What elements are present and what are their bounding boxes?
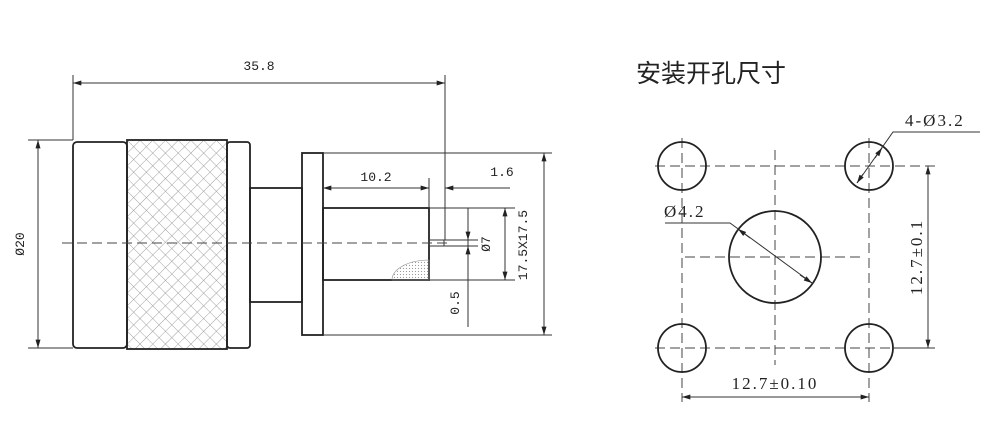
horizontal-spacing-label: 12.7±0.10 [732, 374, 819, 393]
shaft [249, 187, 303, 303]
nut-rear-ring [226, 141, 251, 349]
flange-size-label: 17.5X17.5 [516, 210, 531, 280]
overall-length-label: 35.8 [243, 59, 274, 74]
pin-length-label: 1.6 [490, 165, 513, 180]
knurled-nut [126, 139, 228, 350]
mounting-cutout-view: 安装开孔尺寸 4-Ø3.2 Ø4.2 12.7±0.1 12.7±0.10 [636, 59, 980, 402]
flange [301, 152, 324, 336]
corner-hole-bottom-left [657, 323, 707, 373]
nut-front-cap [72, 141, 128, 349]
corner-hole-top-right [844, 141, 894, 191]
connector-side-view: 35.8 Ø20 10.2 1.6 Ø7 0.5 17.5X17.5 [13, 59, 552, 350]
center-hole-label: Ø4.2 [664, 202, 706, 221]
mounting-title: 安装开孔尺寸 [636, 59, 786, 88]
offset-label: 0.5 [448, 291, 463, 314]
corner-hole-top-left [657, 141, 707, 191]
vertical-spacing-label: 12.7±0.1 [907, 219, 926, 295]
corner-holes-label: 4-Ø3.2 [905, 111, 965, 130]
diameter-label: Ø20 [13, 232, 28, 255]
pin-diameter-label: Ø7 [479, 236, 494, 252]
center-hole [728, 210, 822, 304]
body-chamfer-hatch [391, 259, 430, 281]
body-length-label: 10.2 [360, 170, 391, 185]
